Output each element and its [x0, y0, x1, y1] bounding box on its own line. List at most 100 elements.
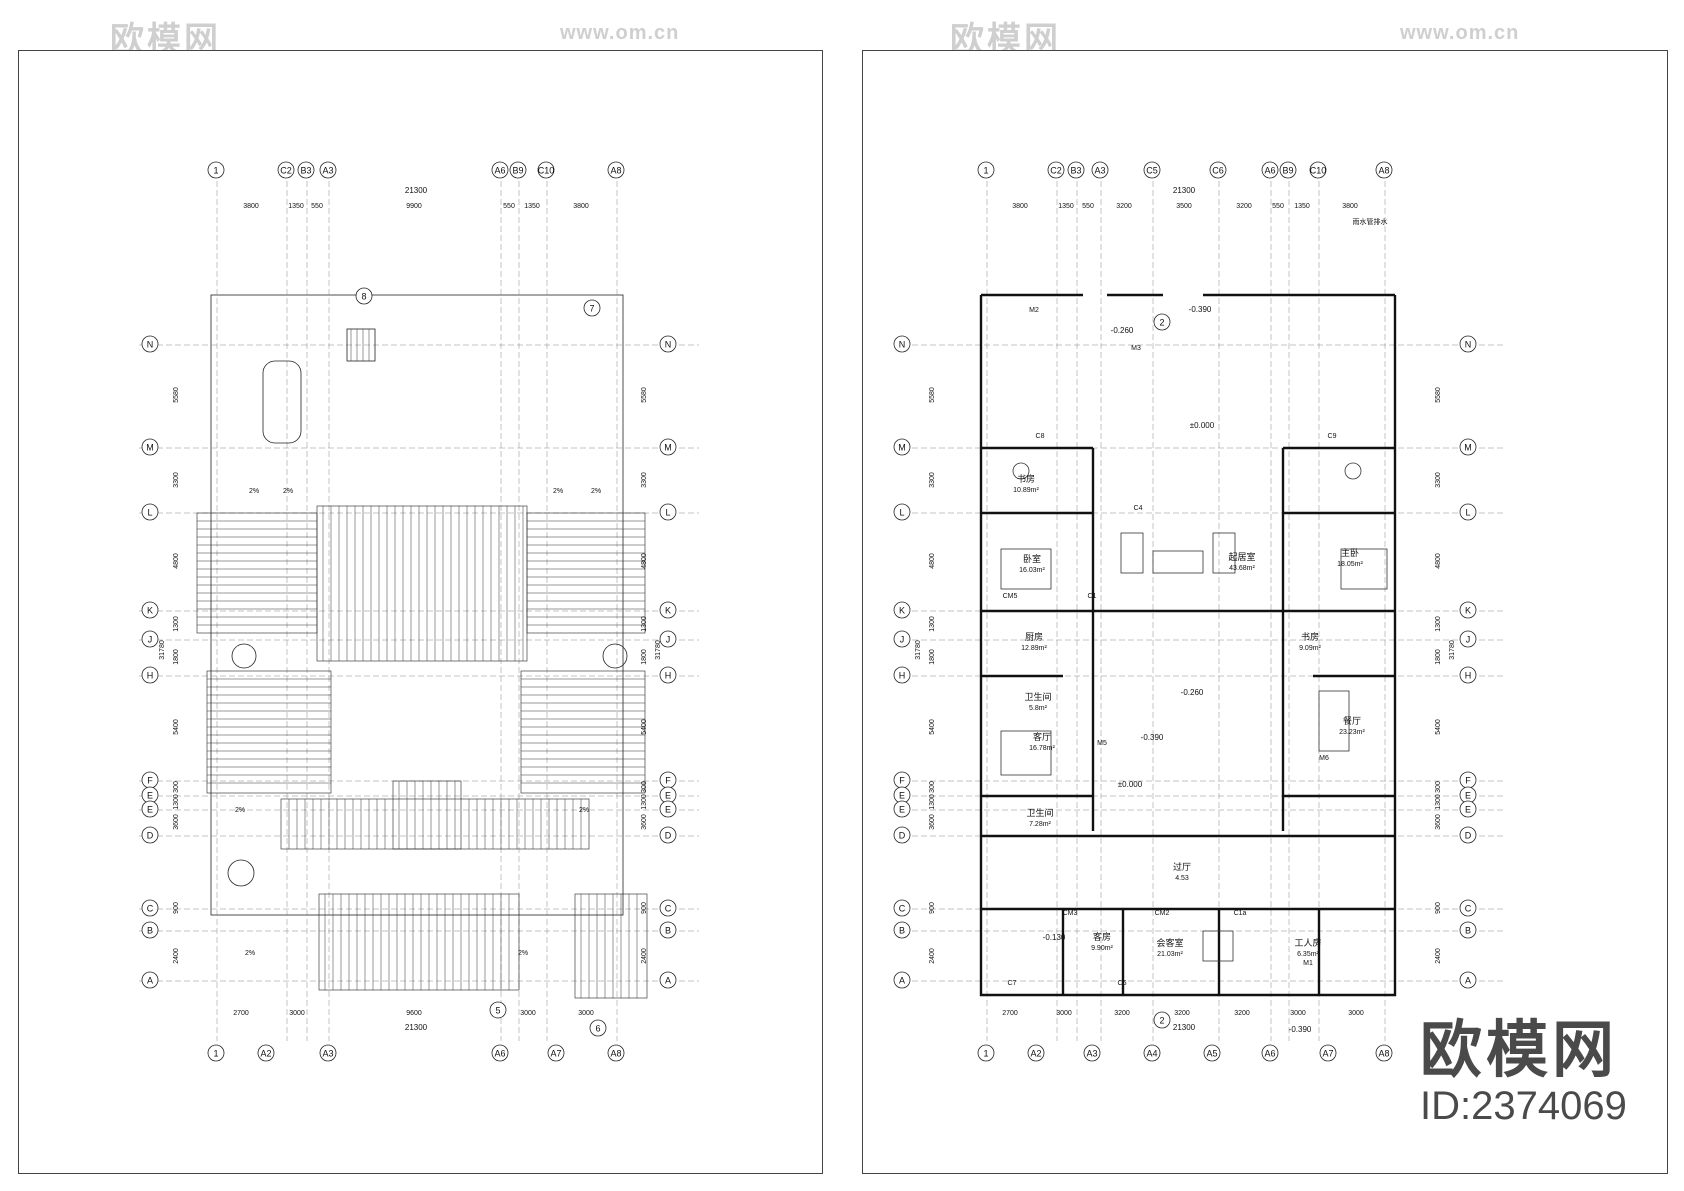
axis-bubble-E: E [141, 800, 159, 818]
svg-text:A8: A8 [610, 166, 621, 176]
axis-bubble-D: D [893, 826, 911, 844]
svg-text:L: L [147, 508, 152, 518]
side-dimension: 900 [1435, 902, 1442, 914]
side-dimension: 1800 [641, 649, 648, 665]
slope-label: 2% [518, 950, 528, 957]
door-window-label: C1 [1088, 593, 1097, 600]
svg-text:J: J [900, 635, 905, 645]
room-area: 9.90m² [1091, 945, 1113, 952]
side-dimension: 300 [929, 781, 936, 793]
axis-bubble-J: J [1459, 630, 1477, 648]
level-label: -0.390 [1189, 305, 1212, 314]
svg-text:7: 7 [589, 304, 594, 314]
section-mark: 2 [1153, 313, 1171, 331]
axis-bubble-L: L [893, 503, 911, 521]
svg-text:8: 8 [361, 292, 366, 302]
axis-bubble-E: E [659, 800, 677, 818]
level-label: -0.390 [1141, 733, 1164, 742]
axis-bubble-F: F [893, 771, 911, 789]
dimension-label: 550 [311, 203, 323, 210]
axis-bubble-K: K [893, 601, 911, 619]
axis-bubble-B3: B3 [297, 161, 315, 179]
section-mark: 8 [355, 287, 373, 305]
axis-bubble-1: 1 [207, 1044, 225, 1062]
slope-label: 2% [591, 488, 601, 495]
slope-label: 2% [249, 488, 259, 495]
side-dimension: 300 [641, 781, 648, 793]
axis-bubble-A7: A7 [547, 1044, 565, 1062]
svg-text:A3: A3 [322, 166, 333, 176]
svg-text:H: H [899, 671, 906, 681]
axis-bubble-1: 1 [977, 1044, 995, 1062]
svg-text:E: E [1465, 805, 1471, 815]
axis-bubble-A3: A3 [319, 1044, 337, 1062]
svg-text:D: D [665, 831, 672, 841]
door-window-label: CM2 [1155, 910, 1170, 917]
svg-text:M: M [1464, 443, 1472, 453]
door-window-label: C6 [1118, 980, 1127, 987]
slope-label: 2% [553, 488, 563, 495]
axis-bubble-H: H [893, 666, 911, 684]
room-name: 餐厅 [1343, 715, 1361, 726]
svg-text:E: E [147, 805, 153, 815]
side-dimension: 5580 [641, 387, 648, 403]
dimension-label: 550 [1272, 203, 1284, 210]
axis-bubble-D: D [659, 826, 677, 844]
room-name: 会客室 [1156, 937, 1183, 948]
axis-bubble-C2: C2 [277, 161, 295, 179]
watermark-url: www.om.cn [560, 22, 680, 44]
svg-text:A3: A3 [1094, 166, 1105, 176]
axis-bubble-J: J [893, 630, 911, 648]
side-dimension: 1300 [929, 794, 936, 810]
svg-text:E: E [147, 791, 153, 801]
axis-bubble-A6: A6 [491, 161, 509, 179]
svg-text:B: B [1465, 926, 1471, 936]
side-dimension: 1300 [641, 794, 648, 810]
axis-bubble-A6: A6 [1261, 161, 1279, 179]
dimension-label: 3200 [1236, 203, 1252, 210]
svg-text:B9: B9 [1282, 166, 1293, 176]
svg-text:1: 1 [983, 166, 988, 176]
door-window-label: M1 [1303, 960, 1313, 967]
svg-text:A: A [899, 976, 905, 986]
dimension-label: 3000 [289, 1010, 305, 1017]
room-name: 主卧 [1341, 547, 1359, 558]
svg-text:A5: A5 [1206, 1049, 1217, 1059]
axis-bubble-E: E [893, 786, 911, 804]
axis-bubble-A8: A8 [607, 161, 625, 179]
svg-text:A8: A8 [610, 1049, 621, 1059]
dimension-label: 3200 [1174, 1010, 1190, 1017]
room-name: 工人房 [1294, 937, 1321, 948]
room-area: 7.28m² [1029, 821, 1051, 828]
svg-text:A8: A8 [1378, 1049, 1389, 1059]
level-label: -0.390 [1289, 1025, 1312, 1034]
axis-bubble-E: E [893, 800, 911, 818]
door-window-label: CM5 [1003, 593, 1018, 600]
total-dimension: 21300 [405, 186, 428, 195]
svg-text:H: H [665, 671, 672, 681]
room-name: 卫生间 [1024, 691, 1051, 702]
total-dimension: 21300 [405, 1023, 428, 1032]
dimension-label: 3000 [1290, 1010, 1306, 1017]
side-dimension: 5580 [1435, 387, 1442, 403]
level-label: -0.260 [1181, 688, 1204, 697]
axis-bubble-A: A [659, 971, 677, 989]
room-area: 16.03m² [1019, 567, 1045, 574]
total-dimension: 21300 [1173, 186, 1196, 195]
svg-text:C2: C2 [280, 166, 292, 176]
svg-text:D: D [899, 831, 906, 841]
total-dimension: 21300 [1173, 1023, 1196, 1032]
svg-text:C10: C10 [1310, 166, 1327, 176]
door-window-label: M3 [1131, 345, 1141, 352]
dimension-label: 1350 [288, 203, 304, 210]
axis-bubble-K: K [659, 601, 677, 619]
level-label: ±0.000 [1118, 780, 1143, 789]
side-dimension: 5400 [929, 719, 936, 735]
door-window-label: M6 [1319, 755, 1329, 762]
svg-text:L: L [899, 508, 904, 518]
dimension-label: 3200 [1234, 1010, 1250, 1017]
svg-text:M: M [664, 443, 672, 453]
side-dimension: 4800 [641, 553, 648, 569]
dimension-label: 1350 [1058, 203, 1074, 210]
section-mark: 5 [489, 1001, 507, 1019]
